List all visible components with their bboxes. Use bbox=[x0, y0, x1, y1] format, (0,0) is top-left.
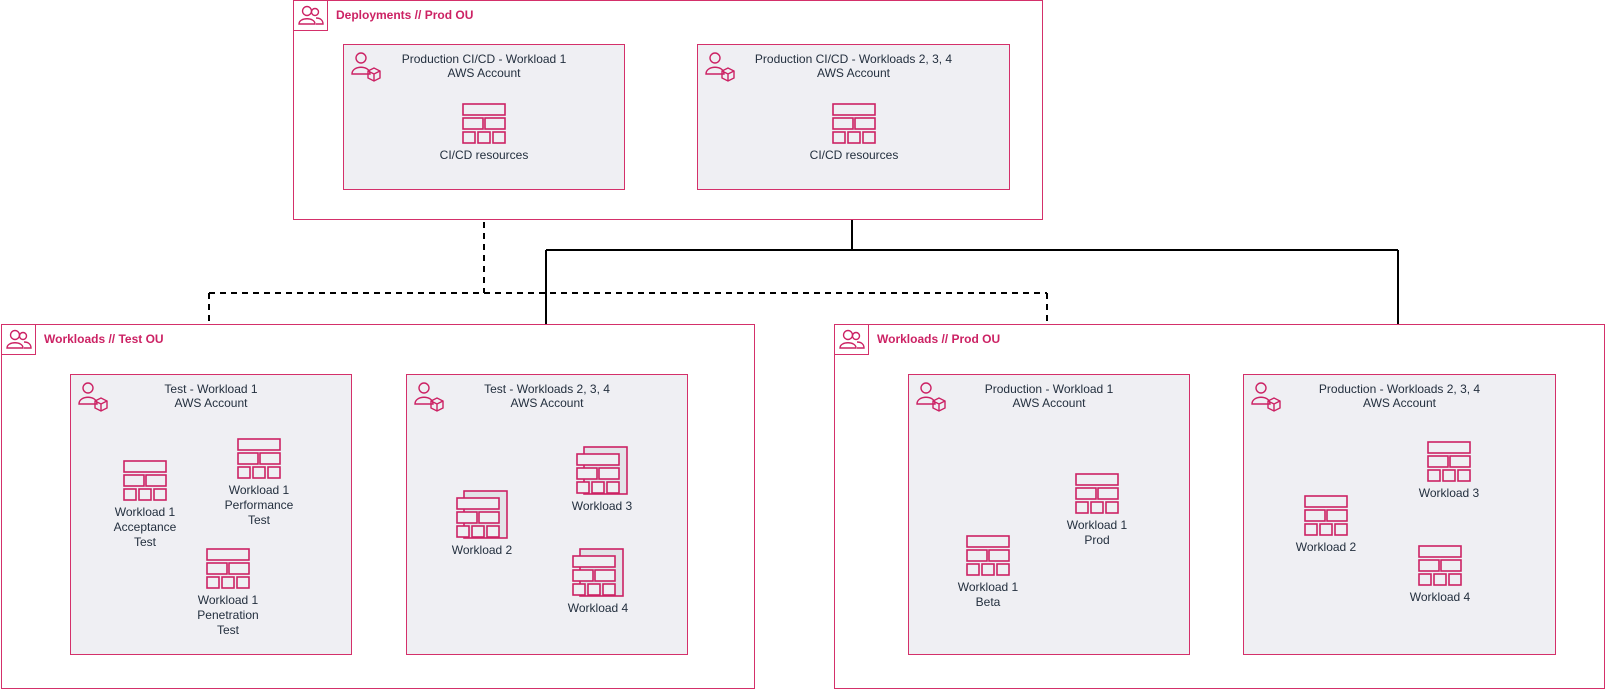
account-type: AWS Account bbox=[174, 396, 248, 410]
resource-workload-3: Workload 3 bbox=[1419, 441, 1479, 500]
ou-title: Deployments // Prod OU bbox=[336, 8, 474, 22]
users-group-icon bbox=[2, 325, 36, 355]
resource-cicd: CI/CD resources bbox=[440, 103, 528, 162]
account-title: Production - Workload 1 AWS Account bbox=[909, 382, 1189, 410]
workloads-prod-ou: Workloads // Prod OU Production - Worklo… bbox=[834, 324, 1605, 689]
resource-label: Workload 1 Penetration Test bbox=[197, 593, 259, 637]
resource-penetration-test: Workload 1 Penetration Test bbox=[197, 548, 259, 637]
resource-label: CI/CD resources bbox=[809, 148, 899, 162]
user-account-icon bbox=[350, 50, 382, 87]
stacked-resources-icon bbox=[123, 460, 167, 501]
account-title: Production CI/CD - Workloads 2, 3, 4 AWS… bbox=[698, 52, 1009, 80]
users-group-icon bbox=[294, 1, 328, 31]
account-type: AWS Account bbox=[1012, 396, 1086, 410]
account-name: Production - Workload 1 bbox=[984, 382, 1114, 396]
user-account-icon bbox=[704, 50, 736, 87]
account-title: Production CI/CD - Workload 1 AWS Accoun… bbox=[344, 52, 624, 80]
account-title: Test - Workload 1 AWS Account bbox=[71, 382, 351, 410]
account-test-workloads-234: Test - Workloads 2, 3, 4 AWS Account Wor… bbox=[406, 374, 688, 655]
account-name: Test - Workload 1 bbox=[164, 382, 258, 396]
resource-workload-2: Workload 2 bbox=[452, 490, 512, 557]
stacked-resources-icon bbox=[832, 103, 876, 144]
resource-label: Workload 1 Performance Test bbox=[224, 483, 294, 527]
account-type: AWS Account bbox=[447, 66, 521, 80]
resource-cicd: CI/CD resources bbox=[810, 103, 898, 162]
user-account-icon bbox=[413, 380, 445, 417]
deployments-prod-ou: Deployments // Prod OU Production CI/CD … bbox=[293, 0, 1043, 220]
resource-label: CI/CD resources bbox=[439, 148, 529, 162]
resource-label: Workload 1 Acceptance Test bbox=[113, 505, 177, 549]
user-account-icon bbox=[77, 380, 109, 417]
account-name: Production CI/CD - Workloads 2, 3, 4 bbox=[754, 52, 953, 66]
workloads-test-ou: Workloads // Test OU Test - Workload 1 A… bbox=[1, 324, 755, 689]
resource-label: Workload 3 bbox=[1418, 486, 1480, 500]
resource-label: Workload 1 Beta bbox=[957, 580, 1019, 609]
account-name: Test - Workloads 2, 3, 4 bbox=[484, 382, 610, 396]
resource-label: Workload 4 bbox=[1409, 590, 1471, 604]
account-type: AWS Account bbox=[1363, 396, 1436, 410]
resource-label: Workload 2 bbox=[451, 543, 513, 557]
resource-label: Workload 1 Prod bbox=[1066, 518, 1128, 547]
ou-title: Workloads // Test OU bbox=[44, 332, 164, 346]
resource-workload-3: Workload 3 bbox=[572, 446, 632, 513]
stacked-resources-icon bbox=[1304, 495, 1348, 536]
account-prod-cicd-workload-1: Production CI/CD - Workload 1 AWS Accoun… bbox=[343, 44, 625, 190]
stacked-resources-icon bbox=[1427, 441, 1471, 482]
account-prod-workload-1: Production - Workload 1 AWS Account Work… bbox=[908, 374, 1190, 655]
resource-label: Workload 4 bbox=[567, 601, 629, 615]
resource-workload-2: Workload 2 bbox=[1296, 495, 1356, 554]
account-prod-cicd-workloads-234: Production CI/CD - Workloads 2, 3, 4 AWS… bbox=[697, 44, 1010, 190]
account-name: Production - Workloads 2, 3, 4 bbox=[1318, 382, 1481, 396]
resource-workload-4: Workload 4 bbox=[1410, 545, 1470, 604]
stacked-resources-icon bbox=[206, 548, 250, 589]
stacked-resources-icon bbox=[966, 535, 1010, 576]
stacked-resources-multi-icon bbox=[572, 548, 624, 597]
stacked-resources-multi-icon bbox=[456, 490, 508, 539]
account-type: AWS Account bbox=[510, 396, 584, 410]
users-group-icon bbox=[835, 325, 869, 355]
resource-label: Workload 3 bbox=[571, 499, 633, 513]
stacked-resources-icon bbox=[462, 103, 506, 144]
resource-workload-4: Workload 4 bbox=[568, 548, 628, 615]
account-test-workload-1: Test - Workload 1 AWS Account Workload 1… bbox=[70, 374, 352, 655]
resource-performance-test: Workload 1 Performance Test bbox=[225, 438, 293, 527]
account-prod-workloads-234: Production - Workloads 2, 3, 4 AWS Accou… bbox=[1243, 374, 1556, 655]
account-title: Test - Workloads 2, 3, 4 AWS Account bbox=[407, 382, 687, 410]
resource-label: Workload 2 bbox=[1295, 540, 1357, 554]
account-type: AWS Account bbox=[817, 66, 890, 80]
resource-workload-1-beta: Workload 1 Beta bbox=[958, 535, 1018, 609]
stacked-resources-icon bbox=[237, 438, 281, 479]
resource-acceptance-test: Workload 1 Acceptance Test bbox=[114, 460, 176, 549]
stacked-resources-icon bbox=[1075, 473, 1119, 514]
resource-workload-1-prod: Workload 1 Prod bbox=[1067, 473, 1127, 547]
user-account-icon bbox=[915, 380, 947, 417]
account-title: Production - Workloads 2, 3, 4 AWS Accou… bbox=[1244, 382, 1555, 410]
user-account-icon bbox=[1250, 380, 1282, 417]
stacked-resources-icon bbox=[1418, 545, 1462, 586]
ou-title: Workloads // Prod OU bbox=[877, 332, 1001, 346]
account-name: Production CI/CD - Workload 1 bbox=[401, 52, 567, 66]
stacked-resources-multi-icon bbox=[576, 446, 628, 495]
